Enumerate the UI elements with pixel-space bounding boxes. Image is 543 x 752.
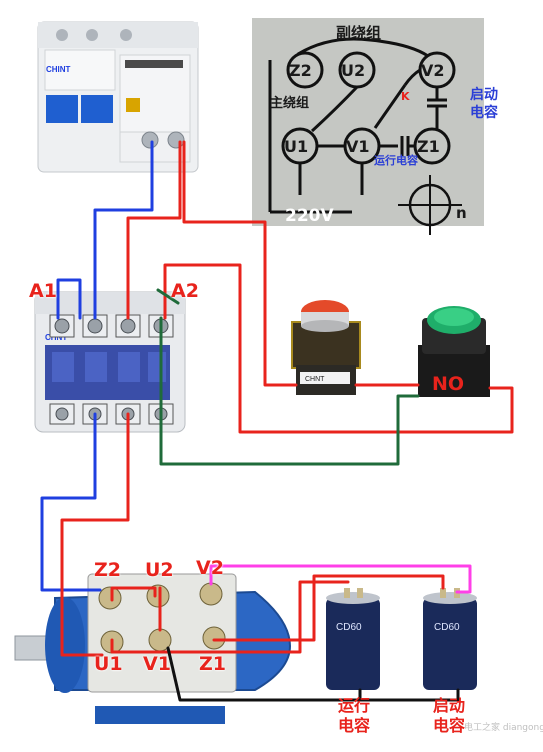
motor-terminal-v1: V1 — [143, 653, 171, 675]
wire-red-bottom — [60, 412, 130, 657]
wire-blue-top — [93, 140, 154, 320]
start-button-no-label: NO — [432, 373, 465, 395]
motor-terminal-u2: U2 — [145, 559, 174, 581]
start-capacitor-schematic-label: 启动电容 — [470, 87, 498, 121]
start-capacitor-caption: 启动电容 — [433, 696, 466, 735]
aux-winding-label: 副绕组 — [336, 24, 382, 42]
start-capacitor: CD60 — [423, 588, 477, 690]
wire-green — [156, 288, 420, 466]
stop-button: CHNT — [291, 300, 361, 395]
contactor-a2-label: A2 — [171, 280, 199, 302]
contactor: CHNT — [34, 291, 186, 433]
motor-terminal-v2: V2 — [196, 557, 224, 579]
terminal-u2: U2 — [341, 61, 366, 80]
wire-blue-a1 — [56, 278, 82, 320]
motor-terminal-u1: U1 — [94, 653, 123, 675]
voltage-label: 220V — [285, 206, 334, 226]
run-capacitor: CD60 — [326, 588, 380, 690]
terminal-v1: V1 — [346, 137, 370, 156]
wire-red-top — [126, 140, 182, 320]
stop-button-label: CHNT — [305, 376, 325, 383]
breaker-brand: CHINT — [46, 65, 71, 74]
switch-k-label: K — [401, 90, 410, 103]
run-capacitor-caption: 运行电容 — [338, 696, 371, 735]
start-button — [418, 306, 490, 397]
motor — [14, 573, 292, 724]
terminal-z1: Z1 — [417, 137, 440, 156]
start-capacitor-brand: CD60 — [434, 622, 460, 633]
circuit-breaker: CHINT — [37, 21, 199, 173]
run-capacitor-brand: CD60 — [336, 622, 362, 633]
motor-terminal-z1: Z1 — [199, 653, 226, 675]
terminal-u1: U1 — [284, 137, 309, 156]
run-capacitor-schematic-label: 运行电容 — [374, 154, 418, 167]
rotation-label: n — [456, 204, 467, 222]
wire-red-stop — [182, 140, 298, 387]
contactor-a1-label: A1 — [29, 280, 57, 302]
wire-black — [166, 646, 460, 702]
wire-red-a2 — [163, 263, 514, 434]
wire-magenta — [209, 564, 472, 594]
wire-blue-bottom — [40, 412, 102, 592]
terminal-z2: Z2 — [289, 61, 312, 80]
main-winding-label: 主绕组 — [270, 96, 310, 111]
wire-red-motor — [110, 574, 445, 654]
schematic-panel — [252, 18, 484, 235]
watermark: 电工之家 diangong.elec — [464, 723, 543, 733]
terminal-v2: V2 — [421, 61, 445, 80]
motor-terminal-z2: Z2 — [94, 559, 121, 581]
